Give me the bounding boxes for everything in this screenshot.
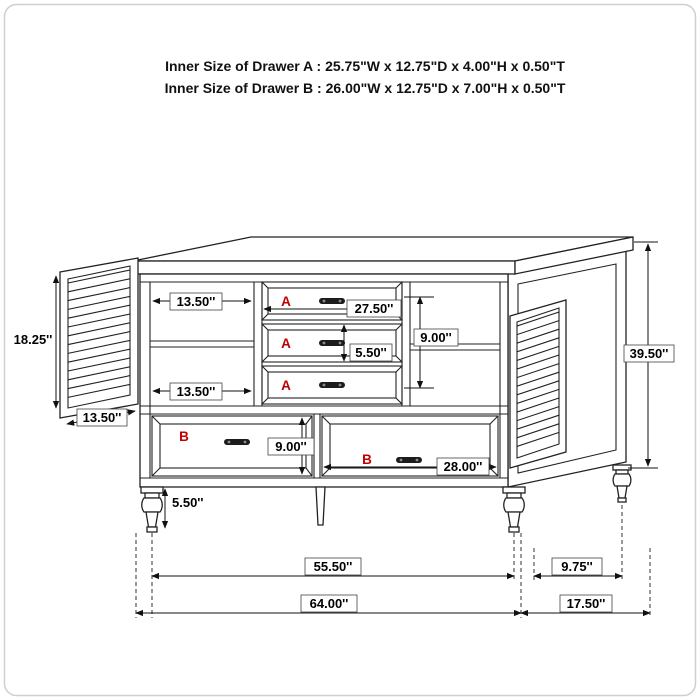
dim-drawer-a-width-label: 27.50'' [355,301,394,316]
leg-back-right [612,464,632,503]
dim-leg-depth-label: 9.75'' [561,559,592,574]
leg-center [315,486,326,526]
dim-door-height: 18.25'' [14,275,60,409]
right-door-louvers [516,311,560,448]
drawer-b-2-handle [396,457,422,463]
dim-width-between-legs-label: 55.50'' [314,559,353,574]
dim-overall-depth: 17.50'' [520,594,651,617]
drawer-a-3-label: A [281,378,291,393]
drawer-a-3: A [261,365,403,405]
dim-drawer-a-stack-label: 9.00'' [420,330,451,345]
dim-width-between-legs: 55.50'' [151,557,515,580]
dim-overall-width: 64.00'' [135,594,522,617]
dim-leg-height: 5.50'' [161,488,203,529]
dim-drawer-b-height-label: 9.00'' [275,439,306,454]
drawer-b-1-handle [224,439,250,445]
drawer-a-2-bevel [267,329,397,357]
dim-leg-depth: 9.75'' [533,557,623,580]
drawer-b-2-label: B [362,452,372,467]
dim-drawer-b-width: 28.00'' [323,457,497,476]
left-door [59,257,139,419]
dim-overall-width-label: 64.00'' [310,596,349,611]
dim-shelf-bottom-width: 13.50'' [152,382,252,401]
leg-front-left [140,486,164,533]
dim-door-width: 13.50'' [66,408,136,427]
drawer-a-size-text: Inner Size of Drawer A : 25.75"W x 12.75… [165,58,565,74]
right-door [509,299,567,469]
dim-drawer-a-width: 27.50'' [263,299,402,318]
drawer-a-2: A [261,323,403,363]
top-slab [132,236,634,275]
dim-drawer-a-height-label: 5.50'' [355,345,386,360]
dim-shelf-top-label: 13.50'' [177,294,216,309]
left-door-louvers [67,269,131,399]
dim-shelf-top-width: 13.50'' [152,292,252,311]
drawer-a-3-handle [319,382,345,388]
dim-drawer-b-width-label: 28.00'' [444,459,483,474]
dim-drawer-a-stack-height: 9.00'' [404,296,459,389]
drawer-a-1-label: A [281,294,291,309]
dim-overall-depth-label: 17.50'' [567,596,606,611]
dim-drawer-b-front-height: 9.00'' [267,417,315,475]
frame-border [3,3,697,697]
dim-door-width-label: 13.50'' [83,410,122,425]
leg-front-right [502,486,526,533]
drawer-a-3-bevel [267,371,397,399]
dim-drawer-a-front-height: 5.50'' [340,324,393,362]
dim-door-height-label: 18.25'' [14,332,53,347]
drawer-a-2-handle [319,340,345,346]
left-door-inner-frame [67,265,131,409]
drawer-a-1-handle [319,298,345,304]
drawer-a-2-label: A [281,336,291,351]
right-door-inner-frame [516,307,560,459]
dim-leg-height-label: 5.50'' [172,495,203,510]
drawer-b-size-text: Inner Size of Drawer B : 26.00"W x 12.75… [165,80,566,96]
dim-overall-height-label: 39.50'' [630,346,669,361]
dim-overall-height: 39.50'' [623,241,675,469]
left-shelf [149,340,255,348]
dim-shelf-bottom-label: 13.50'' [177,384,216,399]
dimensions: 18.25'' 13.50'' 13.50'' 13.50'' 27.50'' [14,241,675,617]
drawer-b-1-label: B [179,429,189,444]
header: Inner Size of Drawer A : 25.75"W x 12.75… [165,58,566,96]
